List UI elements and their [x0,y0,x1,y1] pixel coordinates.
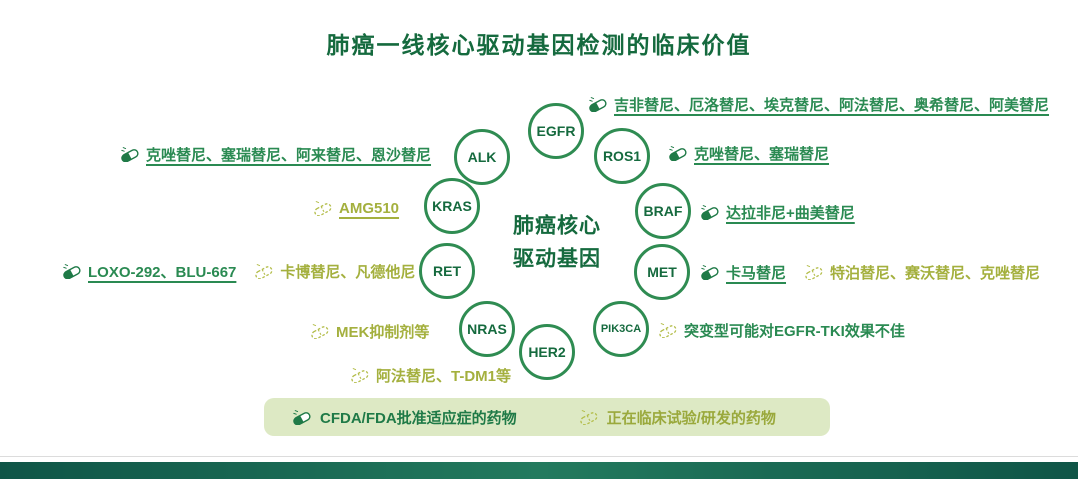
gene-node-ros1: ROS1 [594,128,650,184]
gene-node-met: MET [634,244,690,300]
drug-list-ros1-approved: 克唑替尼、塞瑞替尼 [694,145,830,163]
gene-node-ret: RET [419,243,475,299]
dashed-pill-icon [804,264,824,280]
gene-node-pik3ca: PIK3CA [593,301,649,357]
gene-label: EGFR [536,123,576,139]
annotation-ret-trial-segment: 卡博替尼、凡德他尼 [254,261,415,282]
drug-list-braf-approved: 达拉非尼+曲美替尼 [726,204,855,222]
drug-list-ret-approved: LOXO-292、BLU-667 [88,263,237,281]
solid-pill-icon [588,96,608,112]
dashed-pill-icon [313,200,333,216]
annotation-kras: AMG510 [313,197,399,219]
center-label-line1: 肺癌核心 [513,214,601,238]
legend-trial-label: 正在临床试验/研发的药物 [606,409,776,427]
drug-list-kras-trial: AMG510 [339,199,400,217]
solid-pill-icon [668,145,688,161]
annotation-egfr: 吉非替尼、厄洛替尼、埃克替尼、阿法替尼、奥希替尼、阿美替尼 [588,93,1049,115]
solid-pill-icon [292,409,312,425]
annotation-met: 卡马替尼 特泊替尼、赛沃替尼、克唑替尼 [700,261,1040,283]
gene-label: MET [647,264,677,280]
annotation-nras: MEK抑制剂等 [310,320,429,342]
page-title: 肺癌一线核心驱动基因检测的临床价值 [326,32,752,58]
center-label: 肺癌核心 驱动基因 [513,210,601,275]
dashed-pill-icon [658,322,678,338]
drug-list-ret-trial: 卡博替尼、凡德他尼 [280,263,416,281]
annotation-pik3ca: 突变型可能对EGFR-TKI效果不佳 [658,319,905,341]
gene-label: BRAF [643,203,683,219]
note-pik3ca: 突变型可能对EGFR-TKI效果不佳 [684,322,905,340]
solid-pill-icon [700,264,720,280]
page-edge-divider [0,456,1078,457]
dashed-pill-icon [579,409,599,425]
legend-approved-label: CFDA/FDA批准适应症的药物 [320,409,517,427]
gene-label: NRAS [467,321,507,337]
gene-node-alk: ALK [454,129,510,185]
gene-label: PIK3CA [600,323,642,335]
gene-label: RET [433,263,461,279]
drug-list-her2-trial: 阿法替尼、T-DM1等 [376,367,512,385]
gene-node-her2: HER2 [519,324,575,380]
drug-list-alk-approved: 克唑替尼、塞瑞替尼、阿来替尼、恩沙替尼 [146,146,432,164]
footer-bar [0,462,1078,479]
legend-approved-group: CFDA/FDA批准适应症的药物 [292,407,517,428]
annotation-ret-approved-segment: LOXO-292、BLU-667 [62,261,236,282]
solid-pill-icon [120,146,140,162]
gene-node-kras: KRAS [424,178,480,234]
gene-label: ALK [467,149,497,165]
annotation-ros1: 克唑替尼、塞瑞替尼 [668,142,829,164]
gene-node-braf: BRAF [635,183,691,239]
annotation-her2: 阿法替尼、T-DM1等 [350,364,511,386]
gene-label: KRAS [432,198,472,214]
dashed-pill-icon [350,367,370,383]
annotation-ret: LOXO-292、BLU-667 卡博替尼、凡德他尼 [62,260,415,282]
drug-list-met-approved: 卡马替尼 [726,264,787,282]
solid-pill-icon [700,204,720,220]
drug-list-nras-trial: MEK抑制剂等 [336,323,430,341]
legend-box: CFDA/FDA批准适应症的药物 正在临床试验/研发的药物 [264,398,830,436]
gene-label: ROS1 [602,148,642,164]
drug-list-met-trial: 特泊替尼、赛沃替尼、克唑替尼 [830,264,1041,282]
annotation-braf: 达拉非尼+曲美替尼 [700,201,855,223]
gene-node-egfr: EGFR [528,103,584,159]
center-label-line2: 驱动基因 [513,247,601,270]
gene-node-nras: NRAS [459,301,515,357]
annotation-met-approved-segment: 卡马替尼 [700,262,786,283]
annotation-met-trial-segment: 特泊替尼、赛沃替尼、克唑替尼 [804,262,1040,283]
solid-pill-icon [62,263,82,279]
gene-label: HER2 [528,344,566,360]
drug-list-egfr-approved: 吉非替尼、厄洛替尼、埃克替尼、阿法替尼、奥希替尼、阿美替尼 [614,96,1050,114]
dashed-pill-icon [254,263,274,279]
legend-trial-group: 正在临床试验/研发的药物 [579,407,776,428]
dashed-pill-icon [310,323,330,339]
annotation-alk: 克唑替尼、塞瑞替尼、阿来替尼、恩沙替尼 [120,143,431,165]
